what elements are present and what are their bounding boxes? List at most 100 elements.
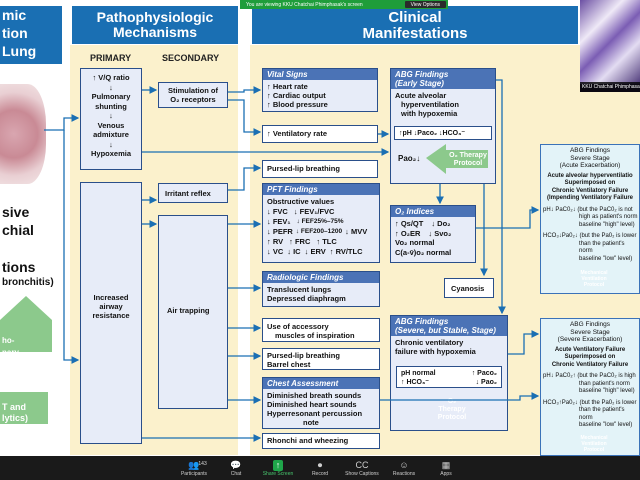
video-feed [580, 0, 640, 84]
left-arrow-line: ocol [2, 368, 19, 377]
record-icon: ⏺ [317, 459, 323, 470]
cyan-top-title: Severe Stage [570, 154, 610, 162]
cyan-bot-title: (Severe Exacerbation) [557, 336, 623, 343]
pft-value: ↓ VC [267, 247, 284, 256]
o2-indices-title: O₂ Indices [391, 206, 475, 217]
o2-therapy-severe-line: Therapy [438, 406, 466, 413]
cyan-bot-p2: HCO₃↑Pa0₂↓ (but the Pa0₂ is lower [543, 399, 637, 406]
abg-early-line: with hypoxemia [401, 109, 458, 118]
stim-line: Stimulation of [168, 86, 218, 95]
cyan-bot-bold: Superimposed on [564, 354, 616, 360]
primary-line: ↓ [109, 111, 113, 120]
vital-signs-box: Vital Signs ↑ Heart rate ↑ Cardiac outpu… [262, 68, 378, 112]
participants-button[interactable]: 👥143 Participants [173, 456, 215, 480]
left-header-line: mic [2, 7, 27, 23]
captions-icon: CC [355, 459, 369, 470]
cyan-bot-p2: baseline "low" level) [579, 422, 633, 428]
reactions-button[interactable]: ☺ Reactions [383, 456, 425, 480]
ventilatory-rate-box: ↑ Ventilatory rate [262, 125, 378, 143]
participants-icon: 👥143 [188, 459, 207, 470]
o2-index: C(a-v̄)o₂ normal [395, 247, 452, 257]
left-header-line: tion [2, 25, 28, 41]
apps-label: Apps [440, 470, 452, 477]
chat-label: Chat [230, 470, 242, 477]
participants-count: 143 [198, 460, 207, 467]
left-header-line: Lung [2, 43, 37, 59]
record-button[interactable]: ⏺ Record [299, 456, 341, 480]
cyan-top-bold: Chronic Ventilatory Failure [551, 187, 629, 194]
lung-illustration [0, 84, 46, 184]
abg-early-values: ↑pH ↓Paco₂ ↓HCO₃⁻ [394, 126, 492, 140]
irritant-reflex-box: Irritant reflex [158, 183, 228, 203]
o2-therapy-severe-line: O₂ [447, 398, 457, 405]
left-text-line: sive [2, 204, 30, 220]
o2-therapy-severe-line: Protocol [437, 414, 467, 421]
screen-share-banner: You are viewing KKU Chatchai Phimphasak'… [240, 0, 448, 9]
abg-severe-exacerbation-box: ABG Findings Severe Stage (Severe Exacer… [540, 318, 640, 456]
left-arrow-line: nary [2, 348, 19, 357]
chat-button[interactable]: 💬 Chat [215, 456, 257, 480]
primary-line: Hypoxemia [90, 149, 132, 158]
o2-index: Vo₂ normal [395, 238, 435, 247]
stimulation-o2-receptors-box: Stimulation of O₂ receptors [158, 82, 228, 108]
mechanical-ventilation-label: Mechanical Ventilation Protocol [574, 270, 614, 288]
radiologic-line: Depressed diaphragm [267, 294, 346, 303]
meeting-toolbar: 👥143 Participants 💬 Chat ↑ Share Screen … [0, 456, 640, 480]
increased-line: Increased [93, 293, 129, 302]
chat-icon: 💬 [230, 459, 242, 470]
chest-line: note [303, 418, 319, 427]
cyan-top-p2: baseline "low" level) [579, 255, 633, 262]
manifestations-header: Clinical Manifestations [252, 6, 578, 44]
abg-early-line: hyperventilation [401, 100, 459, 109]
pft-value: ↓ FEF25%–75% [296, 218, 344, 225]
o2-index: ↓ Do₂ [431, 219, 451, 228]
pft-value: ↓ FEV₁/FVC [293, 207, 335, 216]
pft-value: ↓ FVC [267, 207, 288, 216]
mv-line: Mechanical [580, 270, 608, 276]
share-screen-label: Share Screen [262, 470, 294, 477]
shared-screen: mic tion Lung Pathophysiologic Mechanism… [0, 0, 640, 456]
apps-button[interactable]: ▦ Apps [425, 456, 467, 480]
mv-line: Protocol [583, 282, 605, 288]
manifestations-header-line: Manifestations [362, 25, 468, 42]
radiologic-findings-box: Radiologic Findings Translucent lungs De… [262, 271, 380, 307]
show-captions-button[interactable]: CC Show Captions [341, 456, 383, 480]
abg-severe-values: pH normal↑ Paco₂ ↑ HCO₃⁻↓ Pao₂ [396, 366, 502, 388]
accessory-muscles-box: Use of accessory muscles of inspiration [262, 318, 380, 342]
abg-severe-line: failure with hypoxemia [395, 347, 476, 356]
primary-line: shunting [95, 101, 127, 111]
o2-therapy-severe-label: O₂ Therapy Protocol [428, 398, 476, 422]
primary-line: admixture [93, 130, 129, 139]
abg-early-title: ABG Findings (Early Stage) [391, 69, 495, 89]
participants-label: Participants [180, 470, 208, 477]
cyan-top-p1: high as patient's norm [579, 214, 638, 220]
left-arrow-text: ho- [2, 336, 14, 346]
pft-value: ↓ FEV₁ [267, 217, 291, 226]
abg-severe-title-line: ABG Findings [395, 317, 449, 326]
pursed2-line: Pursed-lip breathing [267, 351, 340, 360]
primary-line: Pulmonary [91, 92, 131, 101]
primary-label: PRIMARY [90, 53, 132, 63]
chest-line: Diminished heart sounds [267, 400, 357, 409]
pft-value: ↓ PEFR [267, 227, 293, 236]
primary-line: ↑ V/Q ratio [92, 73, 130, 82]
radiologic-title: Radiologic Findings [263, 272, 379, 283]
cyan-top-p1: baseline "high" level) [579, 221, 635, 228]
pursed2-line: Barrel chest [267, 360, 311, 369]
primary-mechanism-box: ↑ V/Q ratio ↓ Pulmonary shunting ↓ Venou… [80, 68, 142, 170]
view-options-button[interactable]: View Options [404, 1, 446, 8]
share-screen-icon: ↑ [272, 459, 284, 471]
left-text-line: chial [2, 222, 34, 238]
radiologic-line: Translucent lungs [267, 285, 332, 294]
share-screen-button[interactable]: ↑ Share Screen [257, 456, 299, 480]
air-trapping-box: Air trapping [158, 215, 228, 409]
participant-video-tile[interactable]: KKU Chatchai Phimphasak [580, 0, 640, 92]
share-banner-text: You are viewing KKU Chatchai Phimphasak'… [246, 1, 363, 8]
left-green-arrow [0, 296, 52, 424]
chest-assessment-box: Chest Assessment Diminished breath sound… [262, 377, 380, 429]
mechanisms-header-line: Pathophysiologic [96, 9, 214, 25]
manifestations-header-line: Clinical [388, 9, 442, 26]
abg-severe-line: Chronic ventilatory [395, 338, 464, 347]
o2-therapy-line: O₂ Therapy [449, 152, 487, 159]
mv-line: Protocol [583, 447, 605, 453]
